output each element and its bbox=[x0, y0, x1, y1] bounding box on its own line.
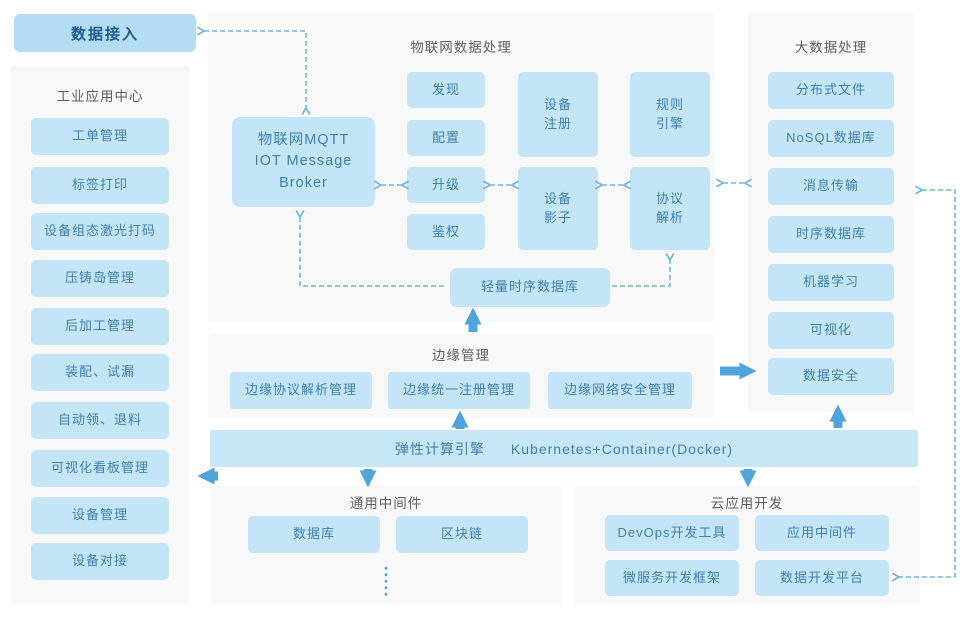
node-rule-engine: 规则 引擎 bbox=[630, 72, 710, 157]
node-device-shadow: 设备 影子 bbox=[518, 167, 598, 250]
broker-line-1: 物联网MQTT bbox=[257, 132, 350, 149]
iot-processing-panel: 物联网数据处理 物联网MQTT IOT Message Broker 发现 配置… bbox=[208, 12, 714, 322]
node-auto-material: 自动领、退料 bbox=[31, 402, 169, 439]
node-data-security: 数据安全 bbox=[768, 358, 894, 395]
node-protocol-parse: 协议 解析 bbox=[630, 167, 710, 250]
node-device-mgmt: 设备管理 bbox=[31, 497, 169, 534]
bigdata-panel: 大数据处理 分布式文件 NoSQL数据库 消息传输 时序数据库 机器学习 可视化… bbox=[748, 12, 914, 412]
node-discovery: 发现 bbox=[407, 72, 485, 108]
bigdata-panel-title: 大数据处理 bbox=[794, 40, 868, 55]
node-device-register: 设备 注册 bbox=[518, 72, 598, 157]
compute-runtime-label: Kubernetes+Container(Docker) bbox=[510, 440, 734, 457]
edge-panel-title: 边缘管理 bbox=[432, 348, 490, 363]
industrial-panel-title: 工业应用中心 bbox=[56, 89, 144, 104]
node-work-order: 工单管理 bbox=[31, 118, 169, 155]
compute-engine-label: 弹性计算引擎 bbox=[394, 440, 485, 457]
middleware-panel: 通用中间件 数据库 区块链 bbox=[210, 486, 562, 604]
cloud-panel-title: 云应用开发 bbox=[710, 496, 784, 511]
node-blockchain: 区块链 bbox=[396, 516, 528, 553]
node-visualization: 可视化 bbox=[768, 312, 894, 349]
node-upgrade: 升级 bbox=[407, 167, 485, 203]
edge-mgmt-panel: 边缘管理 边缘协议解析管理 边缘统一注册管理 边缘网络安全管理 bbox=[208, 334, 714, 418]
node-post-process: 后加工管理 bbox=[31, 308, 169, 345]
node-edge-security: 边缘网络安全管理 bbox=[548, 372, 692, 409]
node-timeseries-db: 时序数据库 bbox=[768, 216, 894, 253]
middleware-panel-title: 通用中间件 bbox=[349, 496, 423, 511]
broker-line-2: IOT Message bbox=[254, 153, 353, 170]
node-data-dev-platform: 数据开发平台 bbox=[755, 560, 889, 596]
node-mqtt-broker: 物联网MQTT IOT Message Broker bbox=[232, 117, 375, 207]
node-nosql-db: NoSQL数据库 bbox=[768, 120, 894, 157]
node-machine-learning: 机器学习 bbox=[768, 264, 894, 301]
node-auth: 鉴权 bbox=[407, 214, 485, 250]
node-assembly-leak: 装配、试漏 bbox=[31, 354, 169, 391]
node-dashboard-mgmt: 可视化看板管理 bbox=[31, 450, 169, 487]
node-config: 配置 bbox=[407, 120, 485, 156]
node-die-cast-island: 压铸岛管理 bbox=[31, 260, 169, 297]
node-label-print: 标签打印 bbox=[31, 167, 169, 204]
node-microservice-fw: 微服务开发框架 bbox=[605, 560, 739, 596]
iot-panel-title: 物联网数据处理 bbox=[410, 40, 512, 55]
node-device-connect: 设备对接 bbox=[31, 543, 169, 580]
industrial-app-panel: 工业应用中心 工单管理 标签打印 设备组态激光打码 压铸岛管理 后加工管理 装配… bbox=[10, 66, 190, 604]
node-distributed-file: 分布式文件 bbox=[768, 72, 894, 109]
node-message-transfer: 消息传输 bbox=[768, 168, 894, 205]
node-app-middleware: 应用中间件 bbox=[755, 515, 889, 551]
node-edge-protocol: 边缘协议解析管理 bbox=[230, 372, 372, 409]
node-edge-register: 边缘统一注册管理 bbox=[388, 372, 530, 409]
data-access-node: 数据接入 bbox=[14, 14, 196, 52]
cloud-dev-panel: 云应用开发 DevOps开发工具 应用中间件 微服务开发框架 数据开发平台 bbox=[574, 486, 920, 604]
node-devops-tools: DevOps开发工具 bbox=[605, 515, 739, 551]
node-lightweight-tsdb: 轻量时序数据库 bbox=[450, 268, 610, 307]
compute-engine-bar: 弹性计算引擎 Kubernetes+Container(Docker) bbox=[210, 430, 918, 467]
node-laser-marking: 设备组态激光打码 bbox=[31, 213, 169, 250]
broker-line-3: Broker bbox=[279, 174, 328, 191]
node-database: 数据库 bbox=[248, 516, 380, 553]
